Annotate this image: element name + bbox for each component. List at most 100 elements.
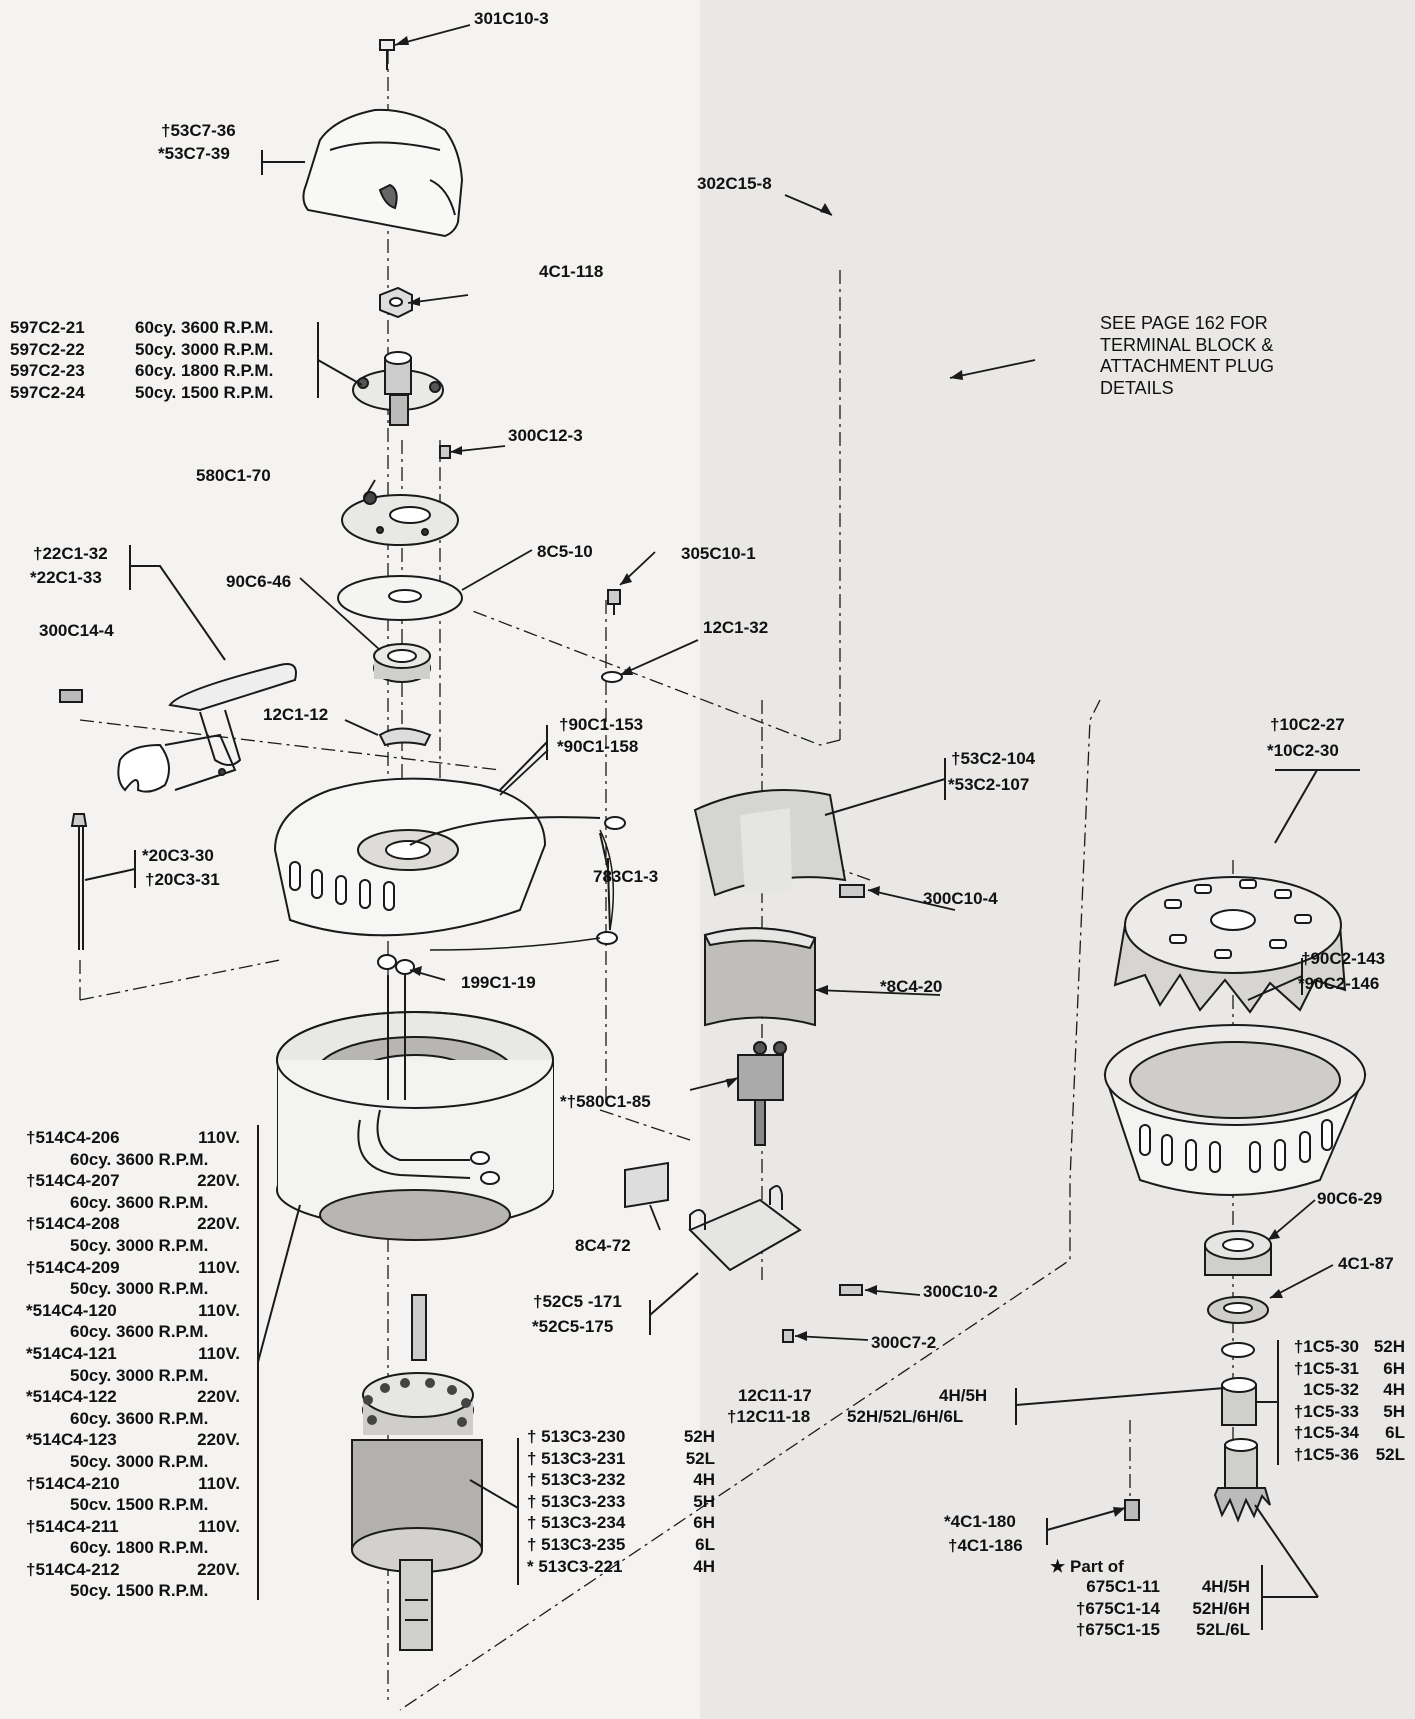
bearing-90c6-46 [373,643,431,683]
field-desc: 50cy. 3000 R.P.M. [70,1279,209,1299]
label-53c2-104: †53C2-104 [951,749,1036,768]
screw-300c10-2 [839,1284,863,1296]
label-300c14-4: 300C14-4 [39,621,114,640]
label-300c7-2: 300C7-2 [871,1333,937,1352]
toggle-switch [737,1041,787,1146]
screw-300c12-3 [439,445,451,459]
lower-housing [1103,1024,1367,1196]
screw-top [379,39,395,70]
fan-10c2 [1113,876,1347,1014]
label-4c1-118: 4C1-118 [539,262,604,281]
label-53c7-39: *53C7-39 [158,144,230,163]
through-bolt [70,813,88,950]
label-12c11-18-models: 52H/52L/6H/6L [847,1407,964,1426]
set-screw [1124,1499,1140,1521]
handle [117,663,297,793]
label-22c1-33: *22C1-33 [30,568,102,587]
label-90c6-29: 90C6-29 [1317,1189,1383,1208]
label-300c12-3: 300C12-3 [508,426,583,445]
screw-305c10-1 [607,589,621,605]
switch-bracket [688,1185,802,1272]
label-300c10-2: 300C10-2 [923,1282,998,1301]
label-783c1-3: 783C1-3 [593,867,659,886]
label-8c4-72: 8C4-72 [575,1236,631,1255]
label-301c10-3: 301C10-3 [474,9,549,28]
insulator-8c4-72 [624,1161,669,1209]
label-20c3-31: †20C3-31 [145,870,220,889]
label-12c1-32: 12C1-32 [703,618,769,637]
switch-cover [693,789,847,897]
armature [351,1294,483,1651]
washer-12c1-32 [601,671,623,683]
label-302c15-8: 302C15-8 [697,174,772,193]
motor-cap [302,108,464,238]
clip-12c1-12 [378,727,432,747]
label-12c11-18: †12C11-18 [727,1407,811,1426]
label-305c10-1: 305C10-1 [681,544,756,563]
label-8c4-20: *8C4-20 [880,977,943,996]
screw-300c10-4 [839,884,865,898]
label-4c1-180: *4C1-180 [944,1512,1016,1531]
label-12c1-12: 12C1-12 [263,705,329,724]
small-washer [1221,1342,1255,1358]
label-580c1-70: 580C1-70 [196,466,271,485]
see-page-note: SEE PAGE 162 FOR TERMINAL BLOCK & ATTACH… [1100,313,1275,398]
field-desc: 60cy. 3600 R.P.M. [70,1192,209,1212]
field-desc: 50cy. 1500 R.P.M. [70,1581,209,1601]
label-90c2-146: *90C2-146 [1298,974,1380,993]
lead-terminal [604,816,626,830]
pinion-gear [1213,1438,1271,1523]
field-winding [276,975,554,1241]
label-22c1-32: †22C1-32 [33,544,108,563]
label-52c5-171: †52C5 -171 [533,1292,622,1311]
screw-300c14-4 [59,689,83,703]
bearing-90c6-29 [1204,1230,1272,1276]
brush-plate [341,491,459,546]
label-10c2-30: *10C2-30 [1267,741,1339,760]
label-4c1-186: †4C1-186 [948,1536,1023,1555]
field-desc: 60cy. 1800 R.P.M. [70,1538,209,1558]
upper-housing [273,777,601,937]
label-4c1-87: 4C1-87 [1338,1254,1394,1273]
label-8c5-10: 8C5-10 [537,542,593,561]
label-12c11-17-models: 4H/5H [939,1386,988,1405]
label-90c1-153: †90C1-153 [559,715,644,734]
star-icon: ★ [1050,1557,1066,1576]
field-desc: 60cy. 3600 R.P.M. [70,1322,209,1342]
label-53c7-36: †53C7-36 [161,121,236,140]
label-90c6-46: 90C6-46 [226,572,292,591]
label-580c1-85: *†580C1-85 [560,1092,651,1111]
label-300c10-4: 300C10-4 [923,889,998,908]
label-52c5-175: *52C5-175 [532,1317,614,1336]
fan-hub [352,351,444,426]
field-desc: 60cy. 3600 R.P.M. [70,1149,209,1169]
